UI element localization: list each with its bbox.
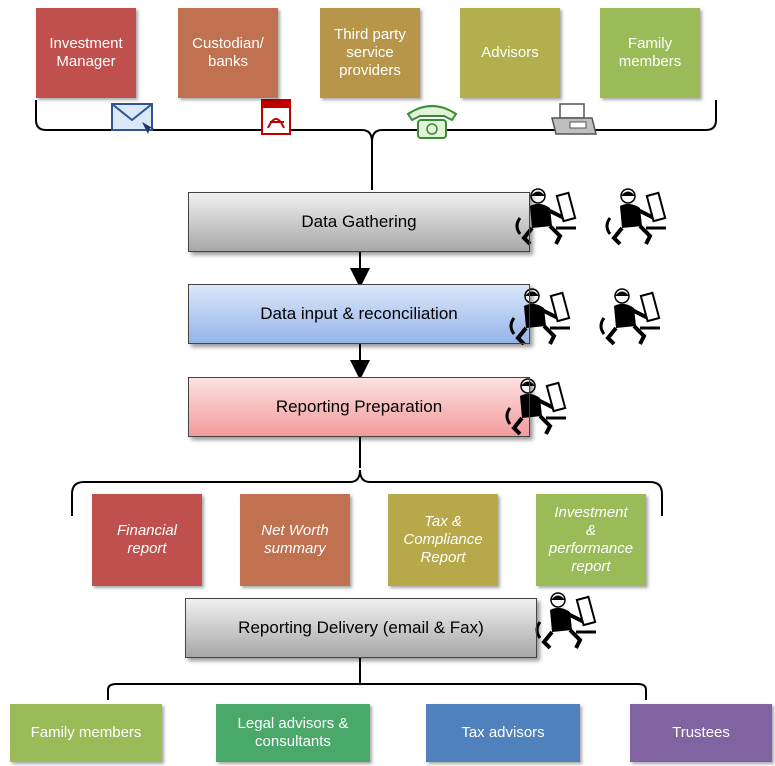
email-icon <box>111 103 156 134</box>
source-label: Family members <box>618 35 682 70</box>
stage-data-input: Data input & reconciliation <box>188 284 530 344</box>
telephone-icon <box>406 105 458 139</box>
fax-icon <box>551 103 597 135</box>
delivery-box-bg <box>185 598 537 658</box>
worker-icon <box>599 287 662 346</box>
prep-box-bg <box>188 377 530 437</box>
stage-label: Data input & reconciliation <box>260 303 458 323</box>
report-label: Financial report <box>116 522 178 557</box>
worker-icon <box>605 187 668 246</box>
source-label: Custodian/ banks <box>192 35 264 70</box>
stage-label: Data Gathering <box>301 211 417 231</box>
stage-reporting-preparation: Reporting Preparation <box>188 377 530 437</box>
stage-label: Reporting Preparation <box>275 396 443 416</box>
recipients-bracket <box>107 683 647 700</box>
stage-label: Reporting Delivery (email & Fax) <box>238 617 484 637</box>
report-investment-performance: Investment & performance report <box>536 494 646 586</box>
source-label: Third party service providers <box>334 26 406 79</box>
recipient-family-members: Family members <box>10 704 162 762</box>
report-net-worth: Net Worth summary <box>240 494 350 586</box>
source-family-members: Family members <box>600 8 700 98</box>
recipient-tax-advisors: Tax advisors <box>426 704 580 762</box>
recipient-label: Family members <box>30 724 142 741</box>
reports-bracket <box>71 469 663 516</box>
report-financial: Financial report <box>92 494 202 586</box>
stage-reporting-delivery: Reporting Delivery (email & Fax) <box>185 598 537 658</box>
recipient-legal-advisors: Legal advisors & consultants <box>216 704 370 762</box>
worker-icon <box>535 591 598 650</box>
report-label: Tax & Compliance Report <box>403 513 483 566</box>
source-third-party-providers: Third party service providers <box>320 8 420 98</box>
source-label: Advisors <box>481 44 539 61</box>
stage-data-gathering: Data Gathering <box>188 192 530 252</box>
report-label: Investment & performance report <box>548 504 634 575</box>
recipient-trustees: Trustees <box>630 704 772 762</box>
source-advisors: Advisors <box>460 8 560 98</box>
recipient-label: Trustees <box>672 724 730 741</box>
source-investment-manager: Investment Manager <box>36 8 136 98</box>
recipient-label: Legal advisors & consultants <box>237 715 349 750</box>
recipient-label: Tax advisors <box>461 724 545 741</box>
gathering-box-bg <box>188 192 530 252</box>
report-label: Net Worth summary <box>261 522 329 557</box>
source-label: Investment Manager <box>49 35 123 70</box>
source-custodian-banks: Custodian/ banks <box>178 8 278 98</box>
report-tax-compliance: Tax & Compliance Report <box>388 494 498 586</box>
pdf-icon <box>261 99 291 135</box>
input-box-bg <box>188 284 530 344</box>
